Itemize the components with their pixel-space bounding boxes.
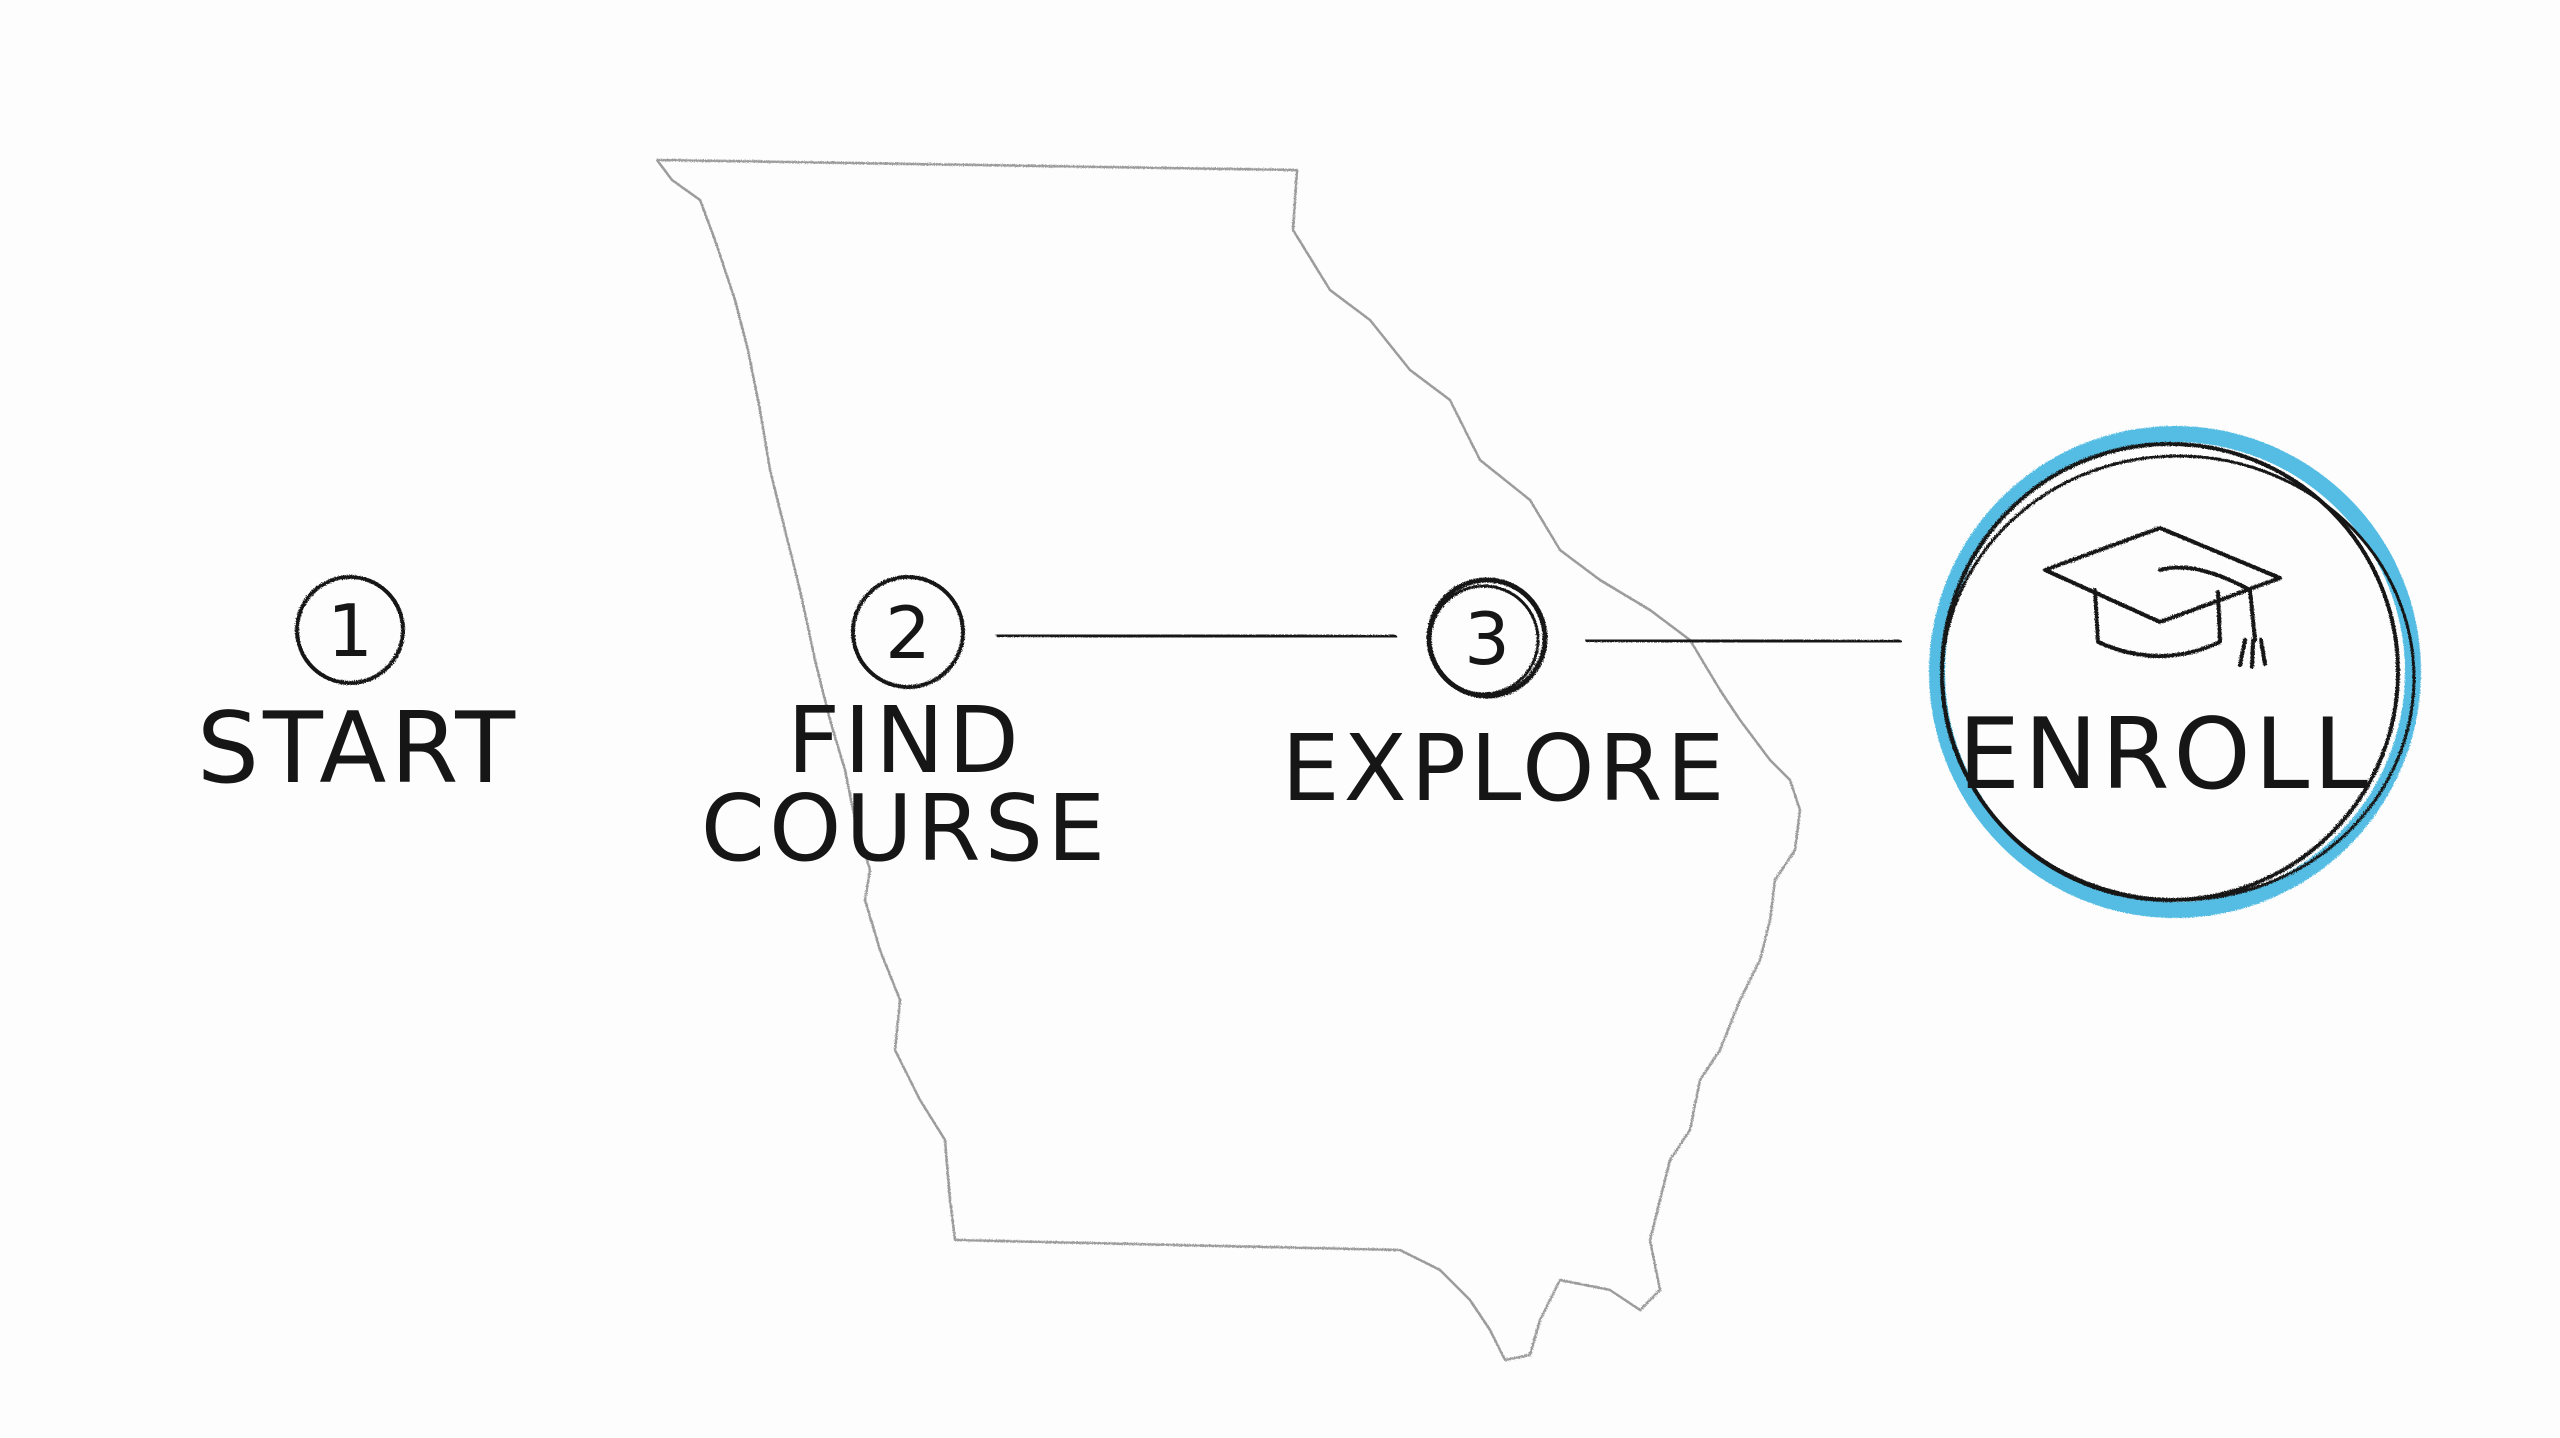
step-3-circle-overdraw	[1428, 584, 1540, 696]
step-2-number: 2	[885, 591, 931, 675]
step-3: 3 EXPLORE	[1281, 577, 1728, 822]
step-1: 1 START	[197, 575, 519, 806]
enroll-circle	[1940, 442, 2400, 902]
step-2-label-line-1: FIND	[787, 687, 1023, 794]
step-3-number: 3	[1464, 597, 1510, 681]
step-1-circle	[295, 575, 405, 685]
step-1-number: 1	[327, 589, 373, 673]
arrow-2-to-3	[996, 628, 1398, 646]
step-2: 2 FIND COURSE	[701, 575, 1109, 882]
enroll-label: ENROLL	[1958, 698, 2372, 812]
graduation-cap-icon	[2043, 526, 2282, 669]
enroll-circle-overdraw	[1940, 454, 2416, 902]
arrow-3-to-enroll	[1585, 633, 1903, 651]
step-2-label-line-2: COURSE	[701, 775, 1109, 882]
georgia-map-outline	[655, 158, 1802, 1362]
step-3-label: EXPLORE	[1281, 715, 1728, 822]
step-2-circle	[851, 575, 965, 689]
step-1-label: START	[197, 692, 519, 806]
enroll-goal: ENROLL	[1929, 426, 2421, 918]
